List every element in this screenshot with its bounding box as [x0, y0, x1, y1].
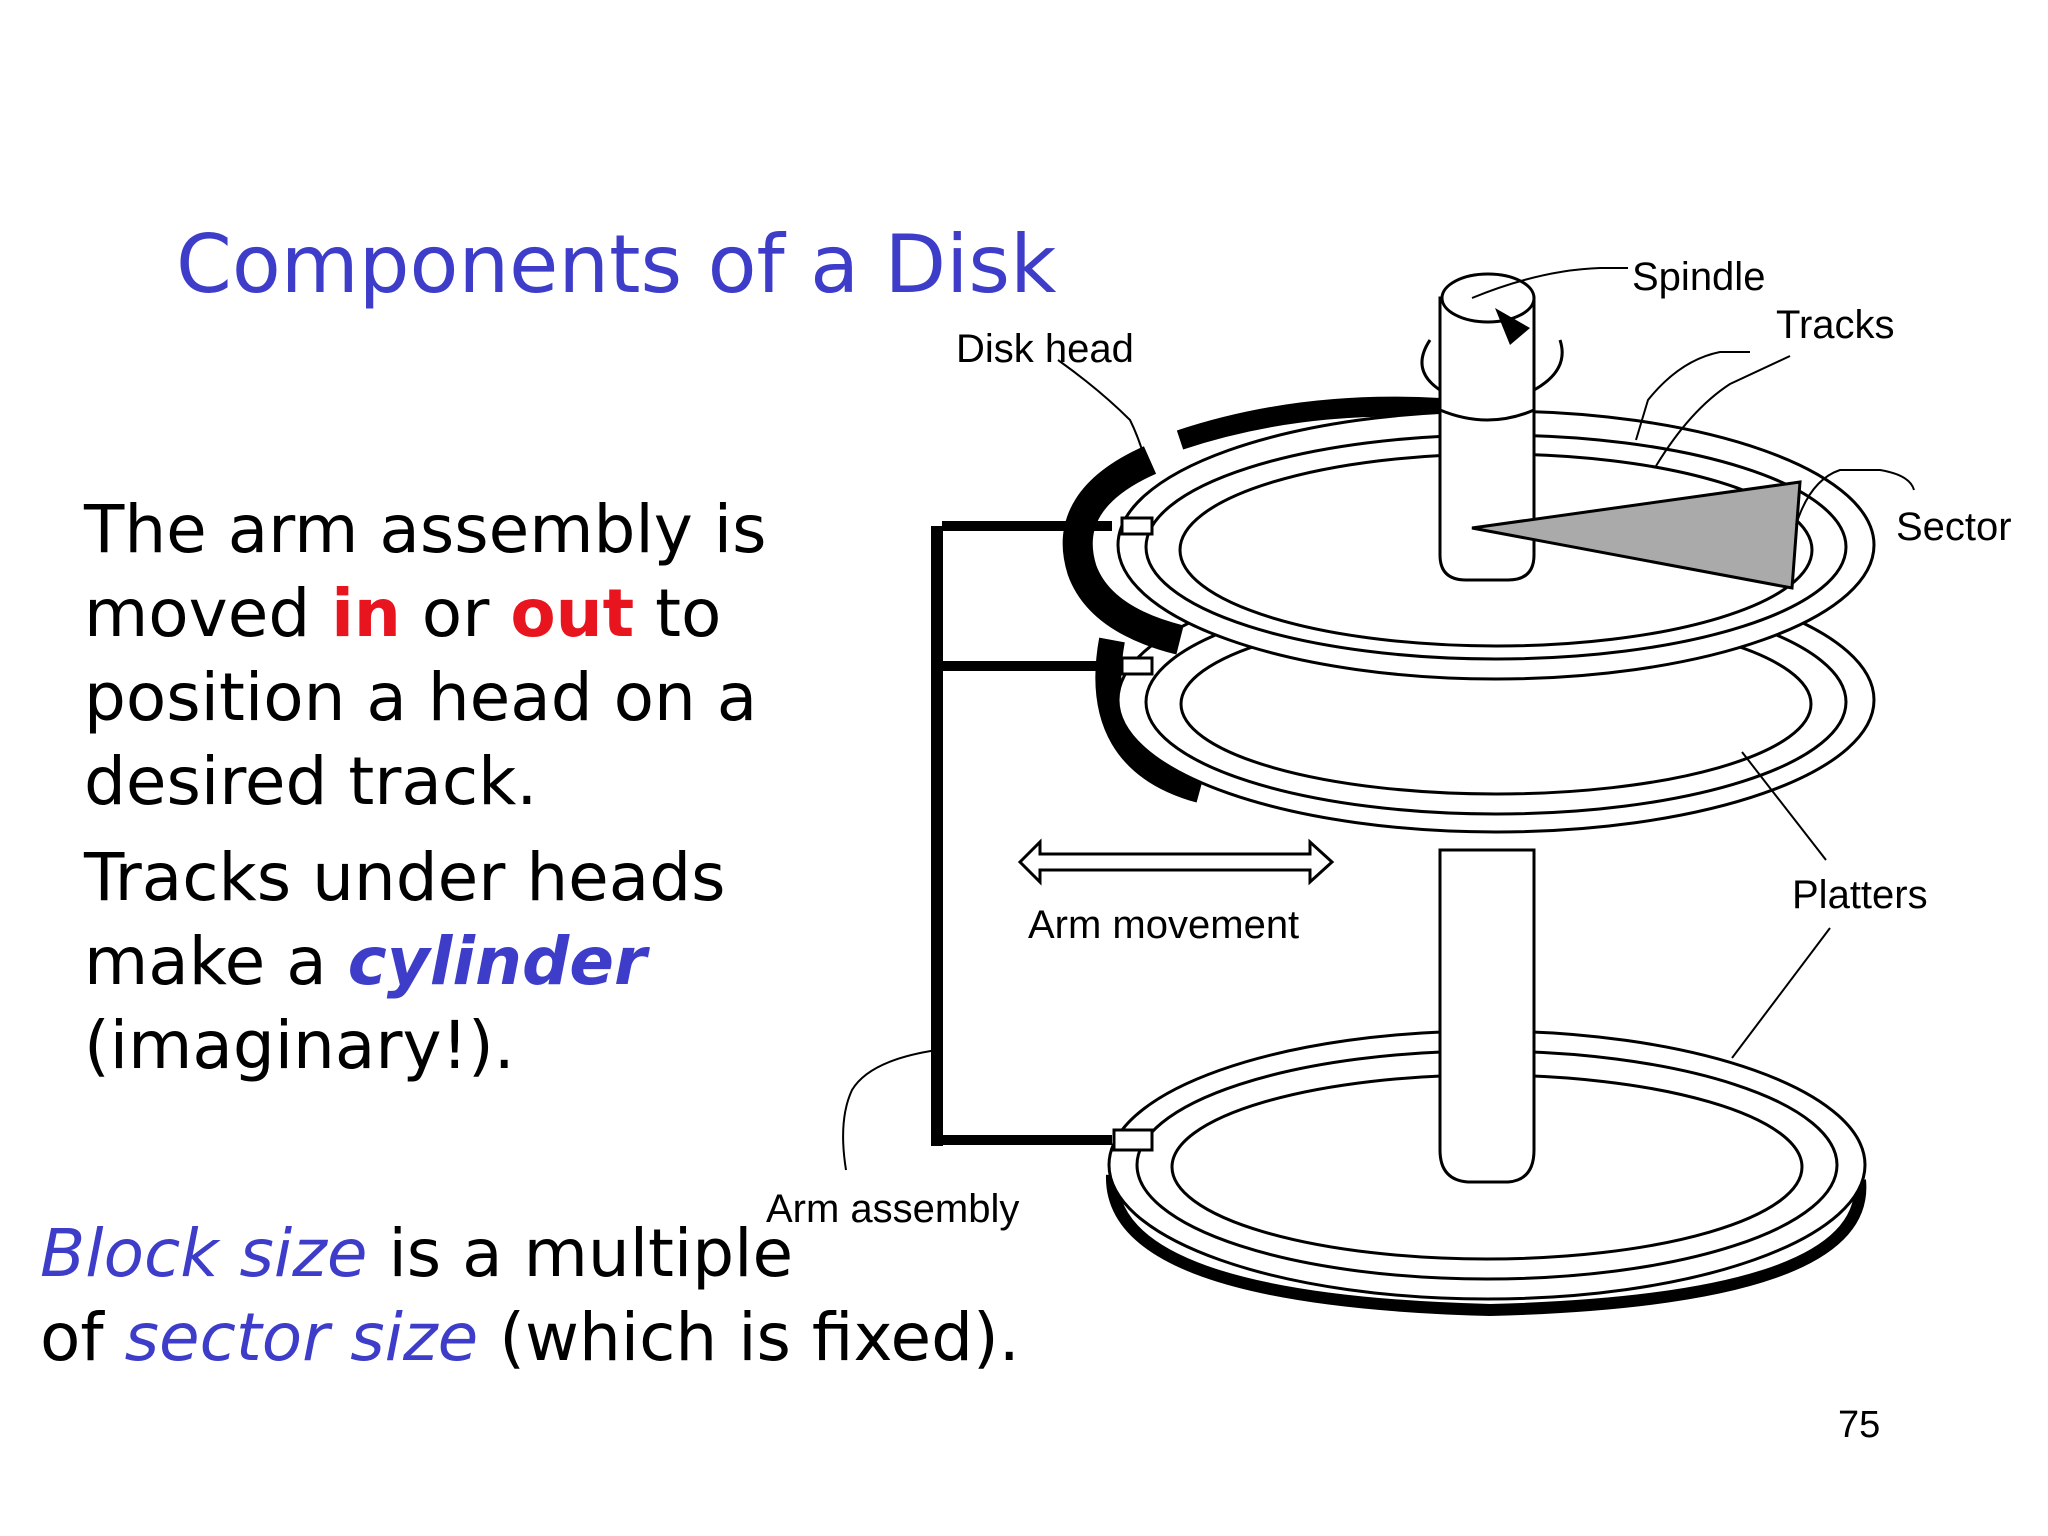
sector-wedge: [1471, 480, 1802, 590]
spindle-top: [1440, 272, 1536, 324]
leader-arm-assembly: [842, 1049, 938, 1171]
keyword-block-size: Block size: [40, 1215, 368, 1292]
page-number: 75: [1838, 1404, 1881, 1446]
label-spindle: Spindle: [1632, 255, 1765, 299]
keyword-sector-size: sector size: [124, 1299, 479, 1376]
leader-spindle: [1471, 267, 1628, 299]
keyword-out: out: [510, 575, 635, 652]
label-arm-movement: Arm movement: [1028, 903, 1299, 947]
label-disk-head: Disk head: [956, 327, 1134, 371]
label-arm-assembly: Arm assembly: [766, 1187, 1019, 1231]
text-segment: or: [400, 575, 511, 652]
bottom-line-1: Block size is a multiple: [40, 1212, 1020, 1296]
leader-tracks-2: [1655, 355, 1791, 467]
leader-platters-2: [1731, 927, 1831, 1059]
text-segment: to position a head on a desired track.: [84, 575, 758, 820]
spindle-upper: [1438, 296, 1536, 582]
disk-head-middle: [1120, 656, 1154, 676]
spindle-lower: [1438, 848, 1536, 1184]
text-segment: Tracks under heads make a: [84, 839, 726, 1000]
bottom-text: Block size is a multiple of sector size …: [40, 1212, 1020, 1380]
bottom-line-2: of sector size (which is fixed).: [40, 1296, 1020, 1380]
leader-disk-head: [1057, 359, 1149, 471]
paragraph-cylinder: Tracks under heads make a cylinder (imag…: [84, 836, 804, 1088]
platter-top-shadow-top: [1176, 396, 1441, 450]
keyword-in: in: [331, 575, 401, 652]
leader-sector: [1795, 469, 1915, 526]
leader-platters-1: [1741, 751, 1827, 861]
arm-movement-arrow-icon: [1017, 838, 1335, 886]
text-segment: (which is fixed).: [478, 1299, 1020, 1376]
rotation-arrow-icon: [1495, 308, 1530, 345]
body-text: The arm assembly is moved in or out to p…: [84, 488, 804, 1100]
disk-head-bottom: [1112, 1128, 1154, 1152]
label-platters: Platters: [1792, 873, 1928, 917]
platter-bottom-shadow: [1105, 1174, 1867, 1317]
rotation-arc-left: [1420, 339, 1441, 392]
text-segment: is a multiple: [367, 1215, 794, 1292]
paragraph-arm-assembly: The arm assembly is moved in or out to p…: [84, 488, 804, 824]
leader-tracks-1: [1635, 351, 1750, 441]
text-segment: (imaginary!).: [84, 1007, 515, 1084]
disk-head-top: [1120, 516, 1154, 536]
text-segment: of: [40, 1299, 125, 1376]
label-tracks: Tracks: [1776, 303, 1895, 347]
arm-assembly: [931, 516, 1154, 1152]
keyword-cylinder: cylinder: [347, 923, 647, 1000]
rotation-arc-right: [1533, 339, 1564, 392]
double-arrow-icon: [1017, 838, 1335, 886]
spindle-band: [1439, 408, 1535, 422]
slide-title: Components of a Disk: [176, 218, 1057, 311]
platter-top-shadow: [1062, 446, 1184, 655]
text-segment: The arm assembly is moved: [84, 491, 767, 652]
label-sector: Sector: [1896, 505, 2012, 549]
